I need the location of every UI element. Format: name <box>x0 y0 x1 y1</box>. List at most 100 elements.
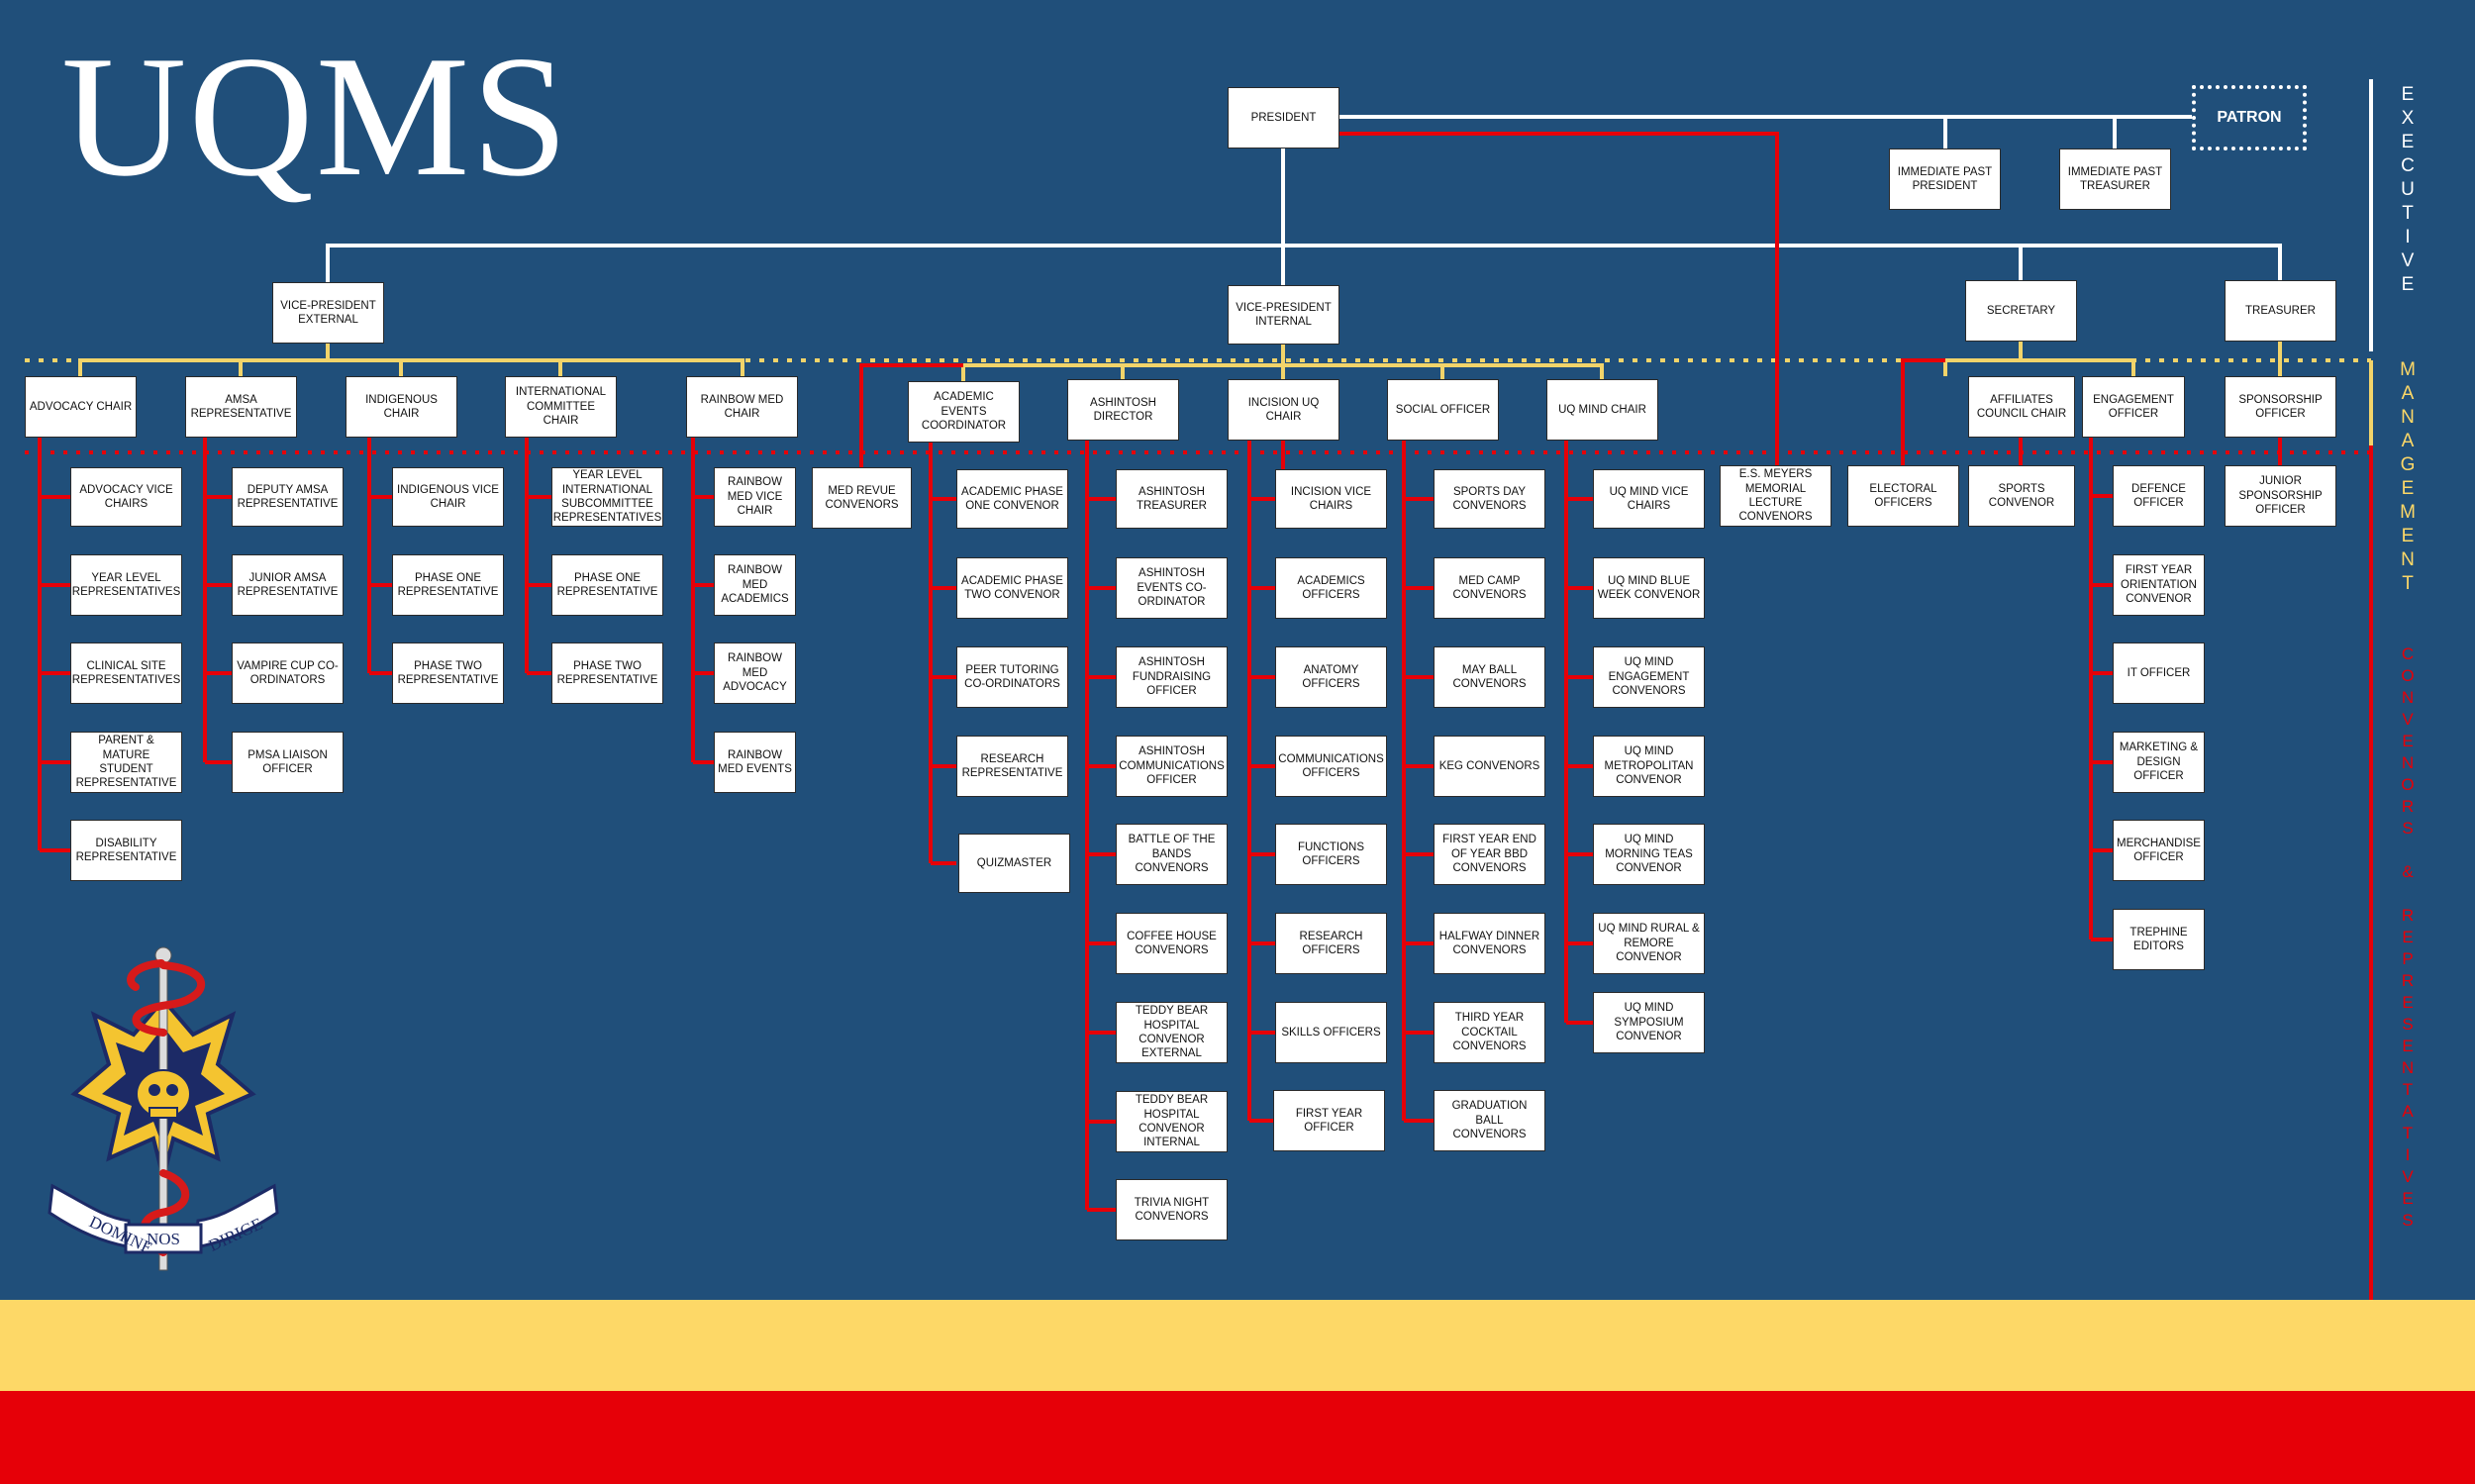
chair-incision: INCISION UQ CHAIR <box>1228 379 1339 441</box>
member-social-7: THIRD YEAR COCKTAIL CONVENORS <box>1434 1002 1545 1063</box>
member-social-8: GRADUATION BALL CONVENORS <box>1434 1090 1545 1151</box>
member-international-3: PHASE TWO REPRESENTATIVE <box>551 643 663 704</box>
side-convenors-letter: R <box>2401 906 2415 925</box>
side-convenors-letter: I <box>2405 1145 2411 1164</box>
side-convenors-letter <box>2406 883 2411 905</box>
member-rainbow-1: RAINBOW MED VICE CHAIR <box>714 467 796 527</box>
member-ashintosh-7: TEDDY BEAR HOSPITAL CONVENOR EXTERNAL <box>1116 1002 1228 1063</box>
chair-academic-events: ACADEMIC EVENTS COORDINATOR <box>908 381 1020 443</box>
member-engagement-3: IT OFFICER <box>2113 643 2205 704</box>
member-indigenous-1: INDIGENOUS VICE CHAIR <box>392 467 504 527</box>
side-convenors-letter <box>2406 840 2411 861</box>
member-advocacy-2: YEAR LEVEL REPRESENTATIVES <box>70 554 182 616</box>
side-convenors-letter: S <box>2402 819 2414 838</box>
side-management-letter: A <box>2401 383 2415 404</box>
side-convenors-letter: E <box>2402 1189 2414 1208</box>
side-convenors-letter: R <box>2401 971 2415 990</box>
side-executive-letter: I <box>2405 227 2411 247</box>
member-academic-4: RESEARCH REPRESENTATIVE <box>956 736 1068 797</box>
member-sponsorship-1: JUNIOR SPONSORSHIP OFFICER <box>2225 465 2336 527</box>
chair-rainbow-med: RAINBOW MED CHAIR <box>686 376 798 438</box>
side-convenors-letter: N <box>2401 753 2415 772</box>
side-management-letter: M <box>2400 502 2416 523</box>
member-social-3: MAY BALL CONVENORS <box>1434 646 1545 708</box>
side-executive-letter: T <box>2402 203 2414 224</box>
member-ashintosh-3: ASHINTOSH FUNDRAISING OFFICER <box>1116 646 1228 708</box>
member-rainbow-4: RAINBOW MED EVENTS <box>714 732 796 793</box>
member-ashintosh-1: ASHINTOSH TREASURER <box>1116 469 1228 529</box>
member-incision-6: RESEARCH OFFICERS <box>1275 913 1387 974</box>
member-incision-3: ANATOMY OFFICERS <box>1275 646 1387 708</box>
member-affiliates-1: SPORTS CONVENOR <box>1968 465 2075 527</box>
member-uqmind-7: UQ MIND SYMPOSIUM CONVENOR <box>1593 992 1705 1053</box>
side-management-letter: N <box>2401 407 2415 428</box>
member-uqmind-4: UQ MIND METROPOLITAN CONVENOR <box>1593 736 1705 797</box>
member-engagement-6: TREPHINE EDITORS <box>2113 909 2205 970</box>
side-convenors-letter: A <box>2402 1102 2414 1121</box>
immediate-past-president-box: IMMEDIATE PAST PRESIDENT <box>1889 148 2001 210</box>
member-uqmind-6: UQ MIND RURAL & REMORE CONVENOR <box>1593 913 1705 974</box>
side-executive-letter: E <box>2401 132 2415 152</box>
side-convenors-letter: N <box>2401 1058 2415 1077</box>
member-engagement-1: DEFENCE OFFICER <box>2113 465 2205 527</box>
member-international-1: YEAR LEVEL INTERNATIONAL SUBCOMMITTEE RE… <box>551 467 663 527</box>
side-convenors-letter: T <box>2402 1080 2414 1099</box>
member-uqmind-1: UQ MIND VICE CHAIRS <box>1593 469 1705 529</box>
side-executive-letter: E <box>2401 274 2415 295</box>
member-engagement-4: MARKETING & DESIGN OFFICER <box>2113 732 2205 793</box>
chair-ashintosh: ASHINTOSH DIRECTOR <box>1067 379 1179 441</box>
footer-band-red <box>0 1391 2475 1484</box>
side-executive-letter: E <box>2401 84 2415 105</box>
member-ashintosh-4: ASHINTOSH COMMUNICATIONS OFFICER <box>1116 736 1228 797</box>
uqms-crest-logo: DOMINE NOS DIRIGE <box>48 946 279 1271</box>
side-management-letter: E <box>2401 478 2415 499</box>
page-title: UQMS <box>61 20 570 212</box>
side-convenors-letter: E <box>2402 1037 2414 1055</box>
chair-international: INTERNATIONAL COMMITTEE CHAIR <box>505 376 617 438</box>
side-convenors-letter: & <box>2402 862 2414 881</box>
footer-band-yellow <box>0 1300 2475 1391</box>
member-incision-4: COMMUNICATIONS OFFICERS <box>1275 736 1387 797</box>
member-academic-3: PEER TUTORING CO-ORDINATORS <box>956 646 1068 708</box>
crest-motto-2: NOS <box>147 1230 180 1248</box>
member-ashintosh-6: COFFEE HOUSE CONVENORS <box>1116 913 1228 974</box>
president-red-line <box>1339 132 1779 465</box>
member-social-1: SPORTS DAY CONVENORS <box>1434 469 1545 529</box>
vp-internal-box: VICE-PRESIDENT INTERNAL <box>1228 285 1339 345</box>
patron-box: PATRON <box>2192 85 2307 150</box>
connector-lines <box>25 79 2373 1300</box>
chair-advocacy: ADVOCACY CHAIR <box>25 376 137 438</box>
side-management-letter: E <box>2401 526 2415 546</box>
side-executive-letter: X <box>2401 108 2415 129</box>
mgmt-line <box>78 358 744 376</box>
member-social-4: KEG CONVENORS <box>1434 736 1545 797</box>
chair-engagement: ENGAGEMENT OFFICER <box>2082 376 2185 438</box>
mgmt-line <box>1943 358 2135 376</box>
side-convenors-letter: V <box>2402 710 2414 729</box>
side-convenors-letter: T <box>2402 1124 2414 1142</box>
president-box: PRESIDENT <box>1228 87 1339 148</box>
member-rainbow-3: RAINBOW MED ADVOCACY <box>714 643 796 704</box>
side-convenors-letter: E <box>2402 928 2414 946</box>
member-ashintosh-2: ASHINTOSH EVENTS CO-ORDINATOR <box>1116 557 1228 619</box>
vp-external-box: VICE-PRESIDENT EXTERNAL <box>272 282 384 344</box>
med-revue-line <box>859 363 963 467</box>
chair-social: SOCIAL OFFICER <box>1387 379 1499 441</box>
member-advocacy-5: DISABILITY REPRESENTATIVE <box>70 820 182 881</box>
member-incision-5: FUNCTIONS OFFICERS <box>1275 824 1387 885</box>
member-incision-8: FIRST YEAR OFFICER <box>1273 1090 1385 1151</box>
side-convenors-letter: O <box>2401 666 2415 685</box>
member-advocacy-1: ADVOCACY VICE CHAIRS <box>70 467 182 527</box>
member-international-2: PHASE ONE REPRESENTATIVE <box>551 554 663 616</box>
side-convenors-letter: C <box>2401 644 2415 663</box>
side-convenors-letter: E <box>2402 732 2414 750</box>
es-meyers-box: E.S. MEYERS MEMORIAL LECTURE CONVENORS <box>1720 465 1832 527</box>
treasurer-box: TREASURER <box>2225 280 2336 342</box>
member-advocacy-3: CLINICAL SITE REPRESENTATIVES <box>70 643 182 704</box>
member-engagement-5: MERCHANDISE OFFICER <box>2113 820 2205 881</box>
electoral-officers-box: ELECTORAL OFFICERS <box>1847 465 1959 527</box>
chair-amsa: AMSA REPRESENTATIVE <box>185 376 297 438</box>
